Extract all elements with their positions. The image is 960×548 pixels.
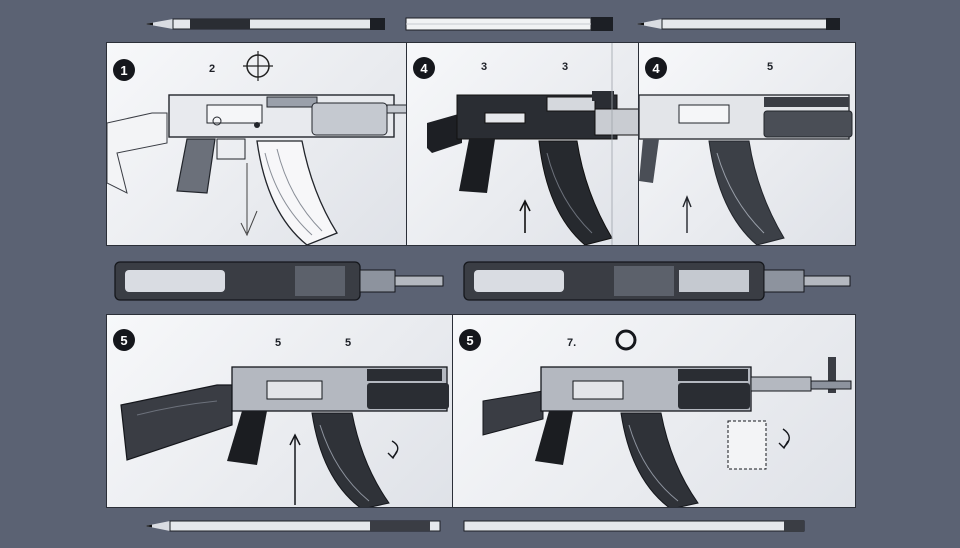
pencil-icon: [463, 520, 805, 532]
pencil-icon: [145, 520, 441, 532]
rifle-drawing: [107, 94, 407, 245]
pencil-icon: [636, 18, 840, 30]
pencil-icon: [145, 18, 385, 30]
step-label: 7.: [567, 337, 577, 349]
step-panel-4: 5 5 5: [106, 314, 456, 508]
step-badge: 5: [113, 329, 135, 351]
barrel-part: [463, 261, 851, 301]
rifle-drawing: [120, 366, 449, 507]
rifle-drawing: [482, 357, 852, 507]
step-panel-2: 4 3 3: [406, 42, 640, 246]
pencil-icon: [405, 17, 613, 31]
step-badge: 5: [459, 329, 481, 351]
step-badge: 1: [113, 59, 135, 81]
step-panel-1: 1 2: [106, 42, 408, 246]
step-badge: 4: [413, 57, 435, 79]
step-label: 3: [481, 61, 488, 73]
step-label: 3: [562, 61, 569, 73]
step-label: 2: [209, 63, 216, 75]
ring-icon: [615, 329, 637, 351]
step-panel-5: 5 7.: [452, 314, 856, 508]
rifle-drawing: [639, 94, 853, 245]
step-badge: 4: [645, 57, 667, 79]
crosshair-icon: [243, 51, 273, 81]
step-label: 5: [345, 337, 352, 349]
step-label: 5: [767, 61, 774, 73]
step-label: 5: [275, 337, 282, 349]
step-panel-3: 4 5: [638, 42, 856, 246]
rifle-drawing: [427, 43, 639, 245]
barrel-part: [114, 261, 444, 301]
